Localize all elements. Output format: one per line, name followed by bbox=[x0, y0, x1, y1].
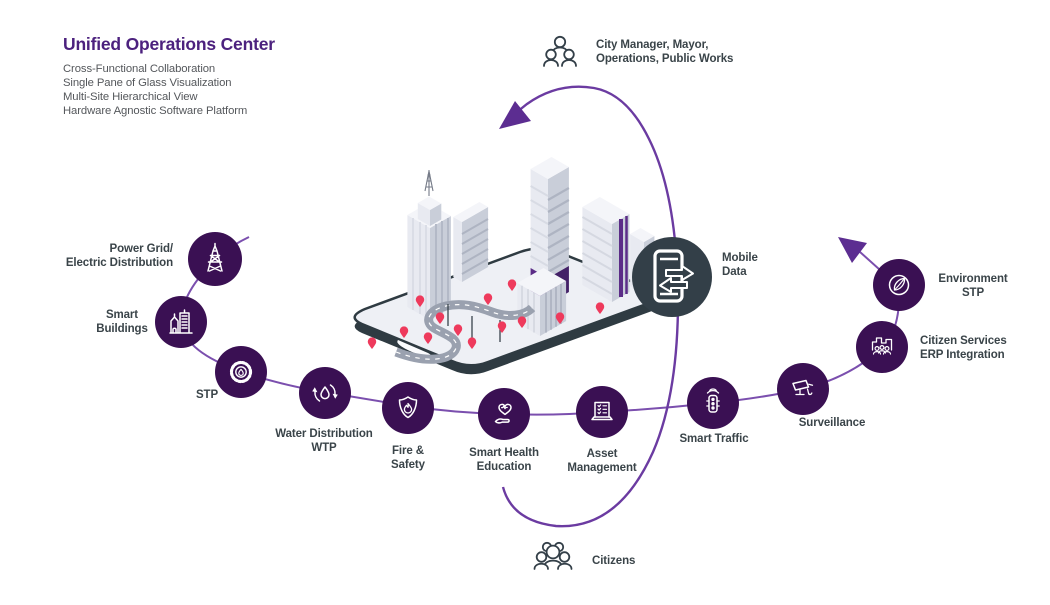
water-distribution-label: Water Distribution WTP bbox=[275, 428, 373, 454]
citizen-services-node bbox=[856, 321, 908, 373]
environment-label: Environment STP bbox=[938, 273, 1008, 299]
mobile-data-node bbox=[632, 237, 712, 317]
fire-safety-node bbox=[382, 382, 434, 434]
mobile-data-label: Mobile Data bbox=[722, 252, 758, 278]
power-grid-label: Power Grid/ Electric Distribution bbox=[65, 243, 173, 269]
power-grid-node bbox=[188, 232, 242, 286]
turbine-drop-icon bbox=[229, 360, 253, 384]
fire-safety-label: Fire & Safety bbox=[391, 445, 425, 471]
subtitle-line: Multi-Site Hierarchical View bbox=[63, 91, 198, 103]
smart-traffic-node bbox=[687, 377, 739, 429]
smart-health-label: Smart Health Education bbox=[469, 447, 539, 473]
building-tower bbox=[407, 170, 451, 320]
building-purple-stripes bbox=[581, 197, 630, 302]
citizen-services-label: Citizen Services ERP Integration bbox=[920, 335, 1007, 361]
mobile-data-icon bbox=[653, 249, 694, 303]
laptop-checklist-icon bbox=[591, 401, 613, 421]
chain-arrowhead bbox=[838, 237, 867, 263]
water-cycle-icon bbox=[312, 384, 338, 402]
asset-management-label: Asset Management bbox=[567, 448, 637, 474]
subtitle-block: Cross-Functional Collaboration Single Pa… bbox=[63, 62, 247, 118]
page-title: Unified Operations Center bbox=[63, 34, 275, 54]
subtitle-line: Single Pane of Glass Visualization bbox=[63, 77, 232, 89]
smart-buildings-label: Smart Buildings bbox=[96, 309, 148, 335]
city-road bbox=[394, 300, 536, 364]
environment-node bbox=[873, 259, 925, 311]
smart-city-illustration bbox=[353, 157, 660, 375]
citizens-city-icon bbox=[871, 337, 893, 355]
traffic-light-icon bbox=[706, 388, 720, 413]
smart-buildings-node bbox=[155, 296, 207, 348]
surveillance-node bbox=[777, 363, 829, 415]
city-leaders-label: City Manager, Mayor, Operations, Public … bbox=[596, 39, 734, 65]
asset-management-node bbox=[576, 386, 628, 438]
heart-in-hand-icon bbox=[494, 403, 512, 424]
citizens-label: Citizens bbox=[592, 555, 636, 567]
transmission-tower-icon bbox=[207, 242, 223, 272]
subtitle-line: Cross-Functional Collaboration bbox=[63, 63, 216, 75]
subtitle-line: Hardware Agnostic Software Platform bbox=[63, 105, 248, 117]
stp-node bbox=[215, 346, 267, 398]
cctv-camera-icon bbox=[792, 379, 814, 396]
leaf-circle-icon bbox=[888, 274, 910, 296]
platform-pad bbox=[397, 340, 431, 358]
building-back-slab bbox=[453, 202, 489, 282]
fire-shield-icon bbox=[398, 396, 418, 419]
smart-health-node bbox=[478, 388, 530, 440]
citizens-group-icon bbox=[533, 541, 573, 570]
city-leaders-group-icon bbox=[543, 35, 577, 67]
water-distribution-node bbox=[299, 367, 351, 419]
loop-arrowhead bbox=[499, 101, 531, 129]
surveillance-label: Surveillance bbox=[798, 417, 866, 429]
smart-traffic-label: Smart Traffic bbox=[679, 433, 749, 445]
buildings-icon bbox=[169, 309, 193, 334]
stp-label: STP bbox=[195, 389, 219, 401]
